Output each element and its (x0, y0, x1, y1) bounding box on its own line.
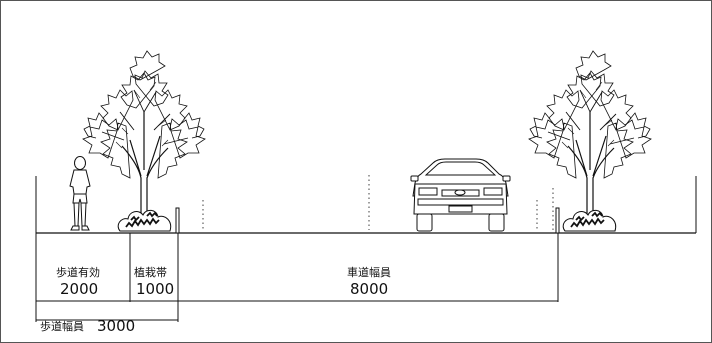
shrub-icon (562, 209, 617, 232)
dimension-extension-lines (35, 226, 559, 322)
pedestrian-icon (69, 156, 91, 231)
deciduous-tree-icon (528, 50, 652, 231)
dimension-lines (36, 300, 558, 321)
roadway-width-label: 車道幅員 (347, 266, 391, 279)
left-curb (175, 207, 180, 234)
shrub-icon (117, 209, 172, 232)
planting-strip-label: 植栽帯 (134, 266, 167, 279)
planting-strip-value: 1000 (136, 280, 175, 298)
car-front-icon (410, 158, 511, 232)
roadway-width-value: 8000 (350, 280, 389, 298)
deciduous-tree-icon (82, 50, 206, 231)
sidewalk-effective-label: 歩道有効 (56, 266, 100, 279)
sidewalk-width-value: 3000 (97, 317, 136, 335)
right-curb (555, 207, 560, 234)
sidewalk-width-label: 歩道幅員 (40, 320, 84, 333)
dotted-guide-lines (202, 175, 554, 230)
sidewalk-effective-value: 2000 (60, 280, 99, 298)
